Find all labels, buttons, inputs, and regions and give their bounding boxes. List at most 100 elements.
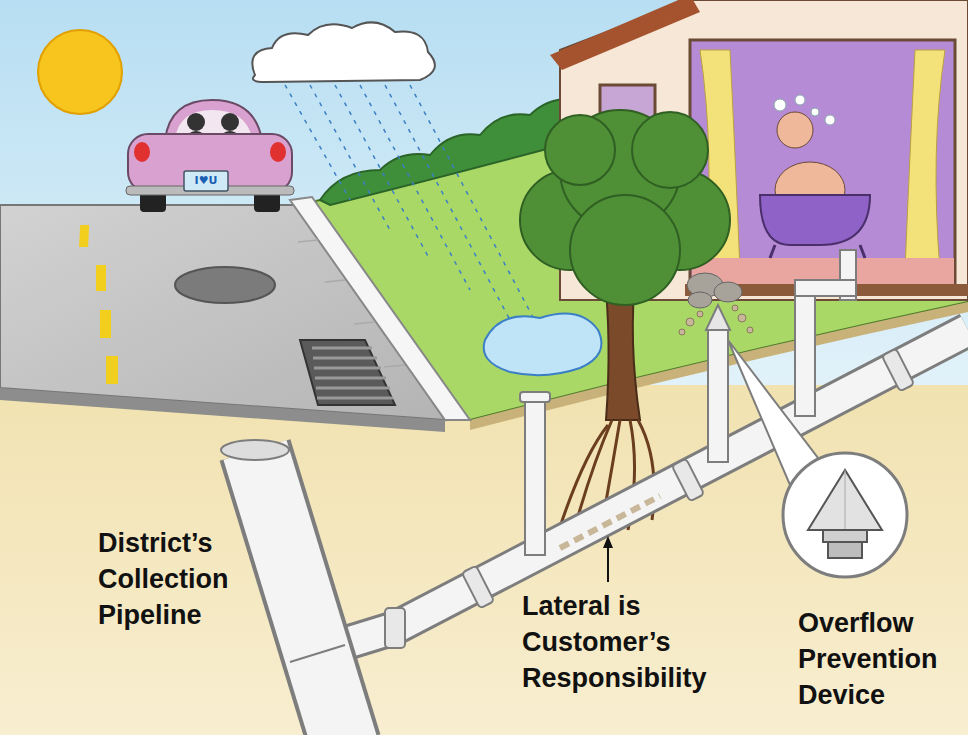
rain-cloud-part-part [360, 85, 470, 290]
house-part-part [688, 292, 712, 308]
overflow-device-callout-part [823, 530, 867, 542]
rain-cloud-part-part [285, 85, 350, 200]
tree-part-part [632, 112, 708, 188]
road-part [79, 225, 89, 247]
cleanout-and-house-pipes-part [795, 296, 815, 416]
rain-cloud-part-part [310, 85, 390, 230]
device-label: Overflow Prevention Device [798, 605, 963, 713]
lateral-pipe [330, 330, 968, 648]
road-part-part [317, 397, 393, 400]
gravel [679, 305, 753, 335]
house-part-part [795, 95, 805, 105]
cleanout-and-house-pipes-part [525, 400, 545, 555]
house-part-part [825, 115, 835, 125]
car-part [134, 142, 150, 162]
lateral-pipe-part [560, 496, 660, 548]
rain-cloud-part [285, 85, 545, 340]
road-part [300, 340, 395, 405]
house-part [860, 245, 865, 258]
tree-part-part [570, 195, 680, 305]
gravel-part [738, 314, 746, 322]
house-part [770, 245, 775, 258]
overflow-device-callout [783, 453, 907, 577]
road-part [96, 265, 106, 291]
lateral-pipe-part-part [462, 566, 494, 609]
rain-cloud-part [252, 22, 435, 82]
road-part [175, 267, 275, 303]
road-part-part [384, 365, 405, 367]
cleanout-and-house-pipes-part [520, 392, 550, 402]
house-part [777, 112, 813, 148]
house-part [690, 40, 955, 285]
road-part-part [314, 367, 381, 370]
road-part-part [298, 240, 318, 242]
road-part-part [315, 377, 386, 380]
lateral-pipe-part-part [385, 608, 405, 648]
gravel-part [732, 305, 738, 311]
puddle-part [484, 314, 602, 376]
road-part [106, 356, 118, 384]
gravel-part [686, 318, 694, 326]
road-part-part [316, 387, 390, 390]
overflow-device-callout-part [783, 453, 907, 577]
underground-soil [0, 385, 968, 735]
road-part-part [313, 357, 377, 360]
puddle [484, 314, 602, 376]
district-pipeline-part [255, 450, 345, 735]
cleanout-and-house-pipes-part [706, 305, 730, 330]
district-pipeline-part [255, 450, 345, 735]
lateral-pipe-part [395, 330, 968, 628]
house-part [774, 95, 835, 125]
callout-leaders [603, 340, 818, 582]
road-part-part [325, 280, 345, 282]
road-part [290, 197, 470, 420]
gravel-part [679, 329, 685, 335]
car-part [221, 113, 239, 131]
tree-part [520, 110, 730, 305]
road-part [298, 240, 405, 367]
gravel-part [697, 311, 703, 317]
house-part-part [774, 99, 786, 111]
district-pipeline-part [221, 440, 289, 460]
car-part [184, 171, 228, 191]
road-part [100, 310, 111, 338]
pipeline-label: District’s Collection Pipeline [98, 525, 258, 633]
lateral-label: Lateral is Customer’s Responsibility [522, 588, 737, 696]
rain-cloud-part-part [385, 85, 510, 320]
underground-soil-part [0, 385, 968, 735]
rain-cloud-part-part [335, 85, 430, 260]
lateral-pipe-part-part [882, 349, 914, 392]
rain-cloud [252, 22, 545, 340]
car-part [128, 134, 292, 192]
overflow-device-callout-part [808, 470, 882, 530]
road-part-part [312, 347, 372, 350]
house-part [550, 0, 700, 70]
house-part-part [714, 282, 742, 302]
sky-part [38, 30, 122, 114]
car-part [187, 113, 205, 131]
sky [0, 0, 968, 430]
license-plate-text: I♥U [184, 173, 228, 189]
district-pipeline [221, 440, 345, 735]
road-part-part [354, 322, 375, 324]
lateral-pipe-part [385, 349, 914, 648]
car [126, 100, 294, 212]
house-part-part [811, 108, 819, 116]
road [0, 197, 470, 432]
sky-part [0, 0, 968, 430]
lateral-pipe-part [395, 330, 968, 628]
house-part [687, 273, 742, 308]
cleanout-and-house-pipes-part [795, 280, 856, 296]
overflow-device-callout-part [845, 470, 846, 530]
callout-leaders-part [603, 536, 613, 548]
house-part [905, 50, 945, 270]
tree-part-part [545, 115, 615, 185]
road-part [312, 348, 393, 398]
district-pipeline-part [290, 645, 345, 662]
callout-leaders-part [728, 340, 818, 485]
cleanout-and-house-pipes-part [708, 330, 728, 462]
house-part [760, 195, 870, 245]
car-part [270, 142, 286, 162]
overflow-device-callout-part [828, 542, 862, 558]
